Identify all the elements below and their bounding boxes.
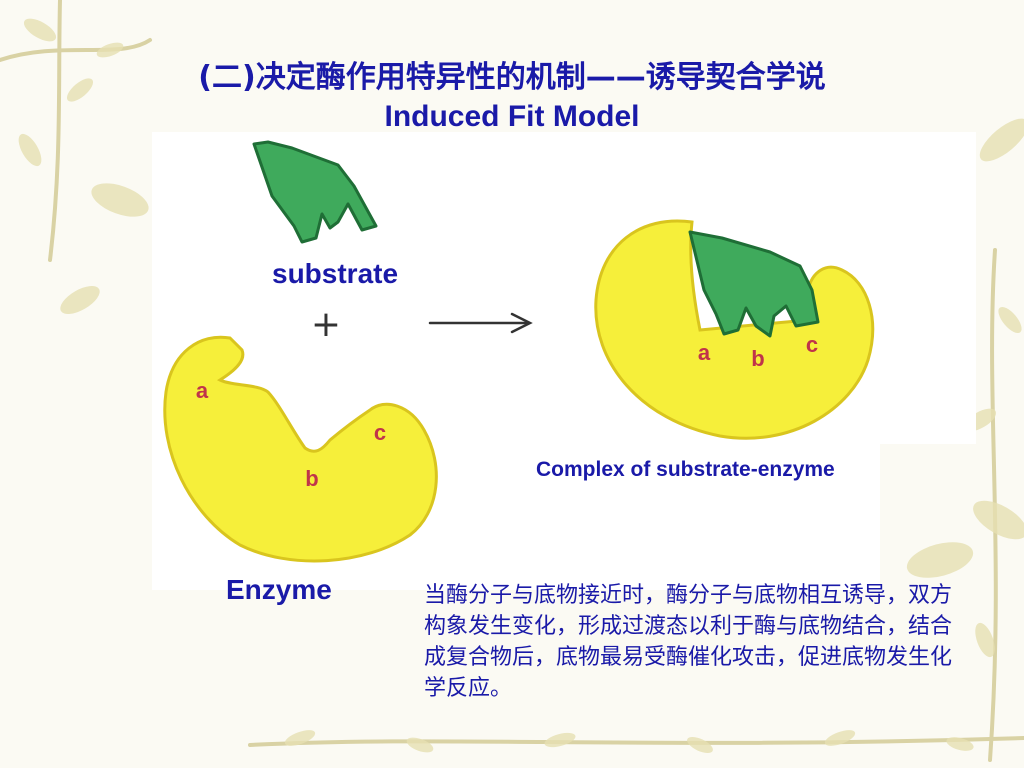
description-text: 当酶分子与底物接近时，酶分子与底物相互诱导，双方构象发生变化，形成过渡态以利于酶… — [424, 583, 953, 701]
enzyme-site-a: a — [196, 378, 209, 403]
substrate-label: substrate — [272, 258, 399, 289]
enzyme-site-b: b — [305, 466, 318, 491]
diagram-panel-right — [880, 132, 976, 444]
enzyme-label: Enzyme — [226, 574, 332, 605]
complex-site-b: b — [751, 346, 764, 371]
substrate-shape — [252, 140, 378, 244]
complex-site-c: c — [806, 332, 818, 357]
complex-site-a: a — [698, 340, 711, 365]
enzyme-site-c: c — [374, 420, 386, 445]
enzyme-shape — [163, 335, 438, 563]
complex-substrate-shape — [688, 230, 820, 338]
page-title-chinese: (二)决定酶作用特异性的机制——诱导契合学说 — [198, 60, 826, 95]
complex-label: Complex of substrate-enzyme — [532, 456, 839, 484]
page-title-english: Induced Fit Model — [384, 100, 640, 133]
plus-sign: + — [311, 304, 341, 345]
reaction-arrow — [428, 312, 533, 334]
